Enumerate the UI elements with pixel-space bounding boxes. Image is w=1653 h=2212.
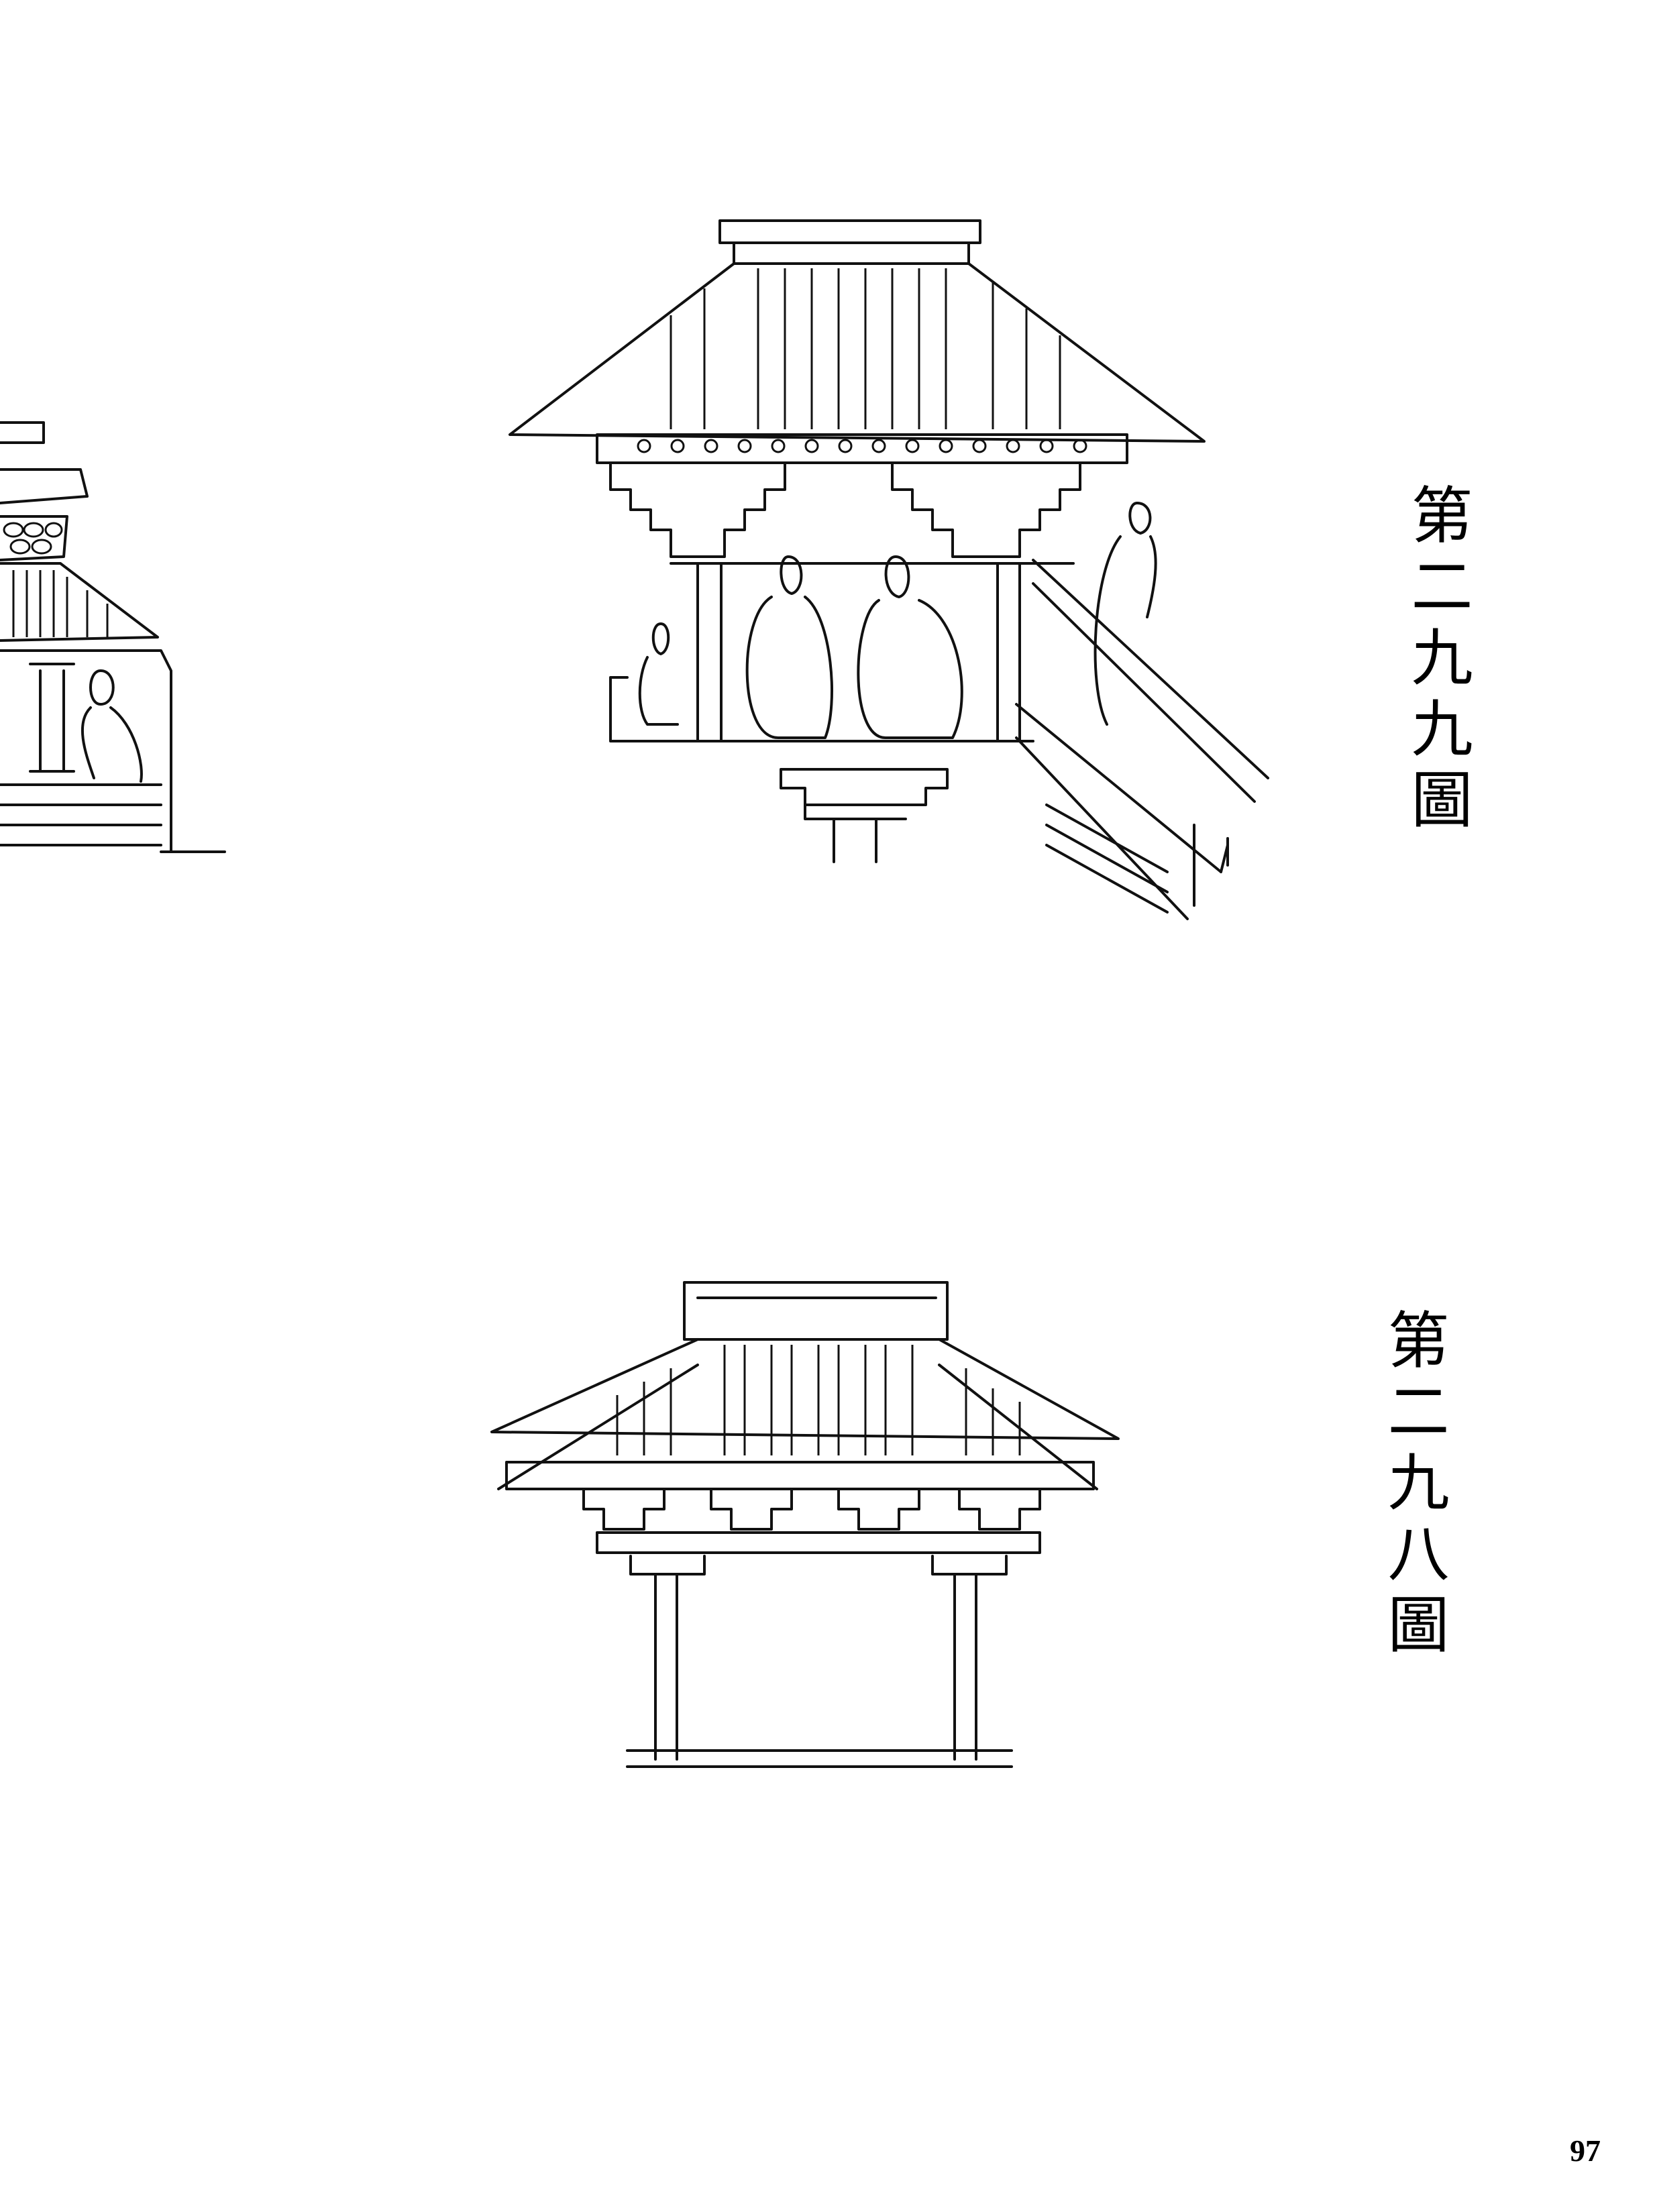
figure-299-caption: 第二九九圖 [1401,483,1473,838]
figure-299-drawing [509,219,1269,920]
figure-298-caption: 第二九八圖 [1377,1308,1449,1663]
page-number: 97 [1570,2134,1601,2168]
figure-298-drawing [490,1281,1120,1768]
partial-pavilion-drawing [0,421,226,853]
